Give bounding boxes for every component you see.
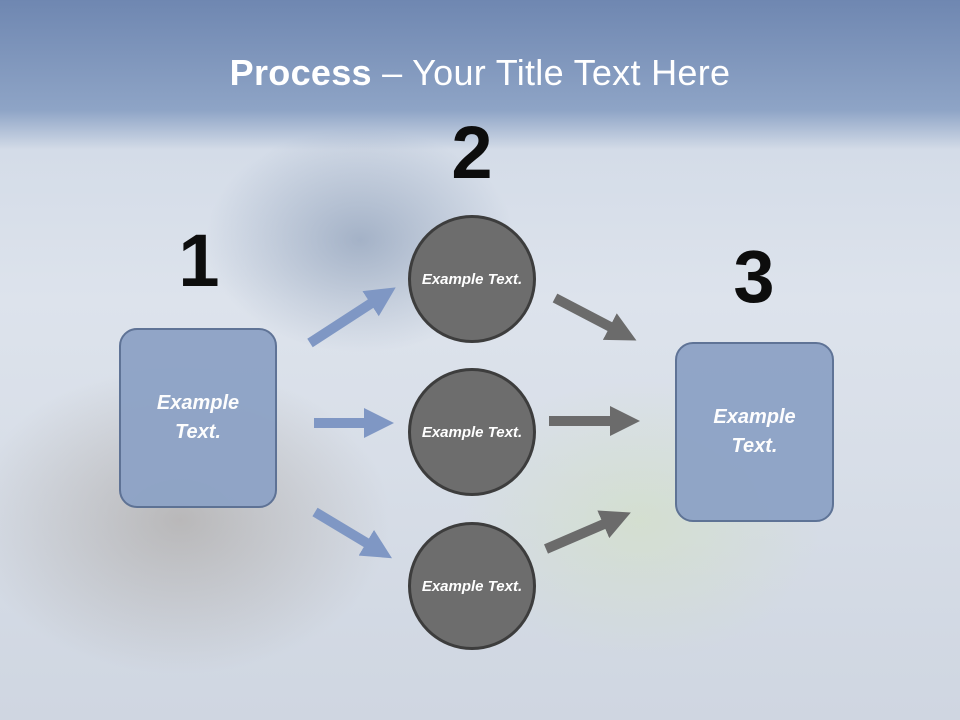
step-2-number: 2 xyxy=(451,111,493,194)
step-1-number: 1 xyxy=(178,219,220,302)
arrow-circle-bottom-to-box3 xyxy=(544,510,631,554)
title-bold: Process xyxy=(229,52,372,93)
title-rest: – Your Title Text Here xyxy=(371,52,731,93)
arrow-circle-top-to-box3 xyxy=(552,293,637,341)
arrow-box1-to-circle-bottom xyxy=(312,507,393,559)
step-2-item-1-label: Example Text. xyxy=(421,270,523,288)
step-2-circle-top[interactable]: Example Text. xyxy=(408,215,536,343)
step-1-box[interactable]: Example Text. xyxy=(119,328,277,508)
step-2-circle-bottom[interactable]: Example Text. xyxy=(408,522,536,650)
step-1-label: Example Text. xyxy=(156,392,240,443)
step-2-circle-middle[interactable]: Example Text. xyxy=(408,368,536,496)
arrow-box1-to-circle-top xyxy=(307,287,396,348)
slide-title[interactable]: Process – Your Title Text Here xyxy=(0,52,960,94)
step-3-box[interactable]: Example Text. xyxy=(675,342,834,522)
step-2-item-2-label: Example Text. xyxy=(421,423,523,441)
step-3-number: 3 xyxy=(733,235,775,318)
step-2-item-3-label: Example Text. xyxy=(421,577,523,595)
step-3-label: Example Text. xyxy=(713,406,796,457)
